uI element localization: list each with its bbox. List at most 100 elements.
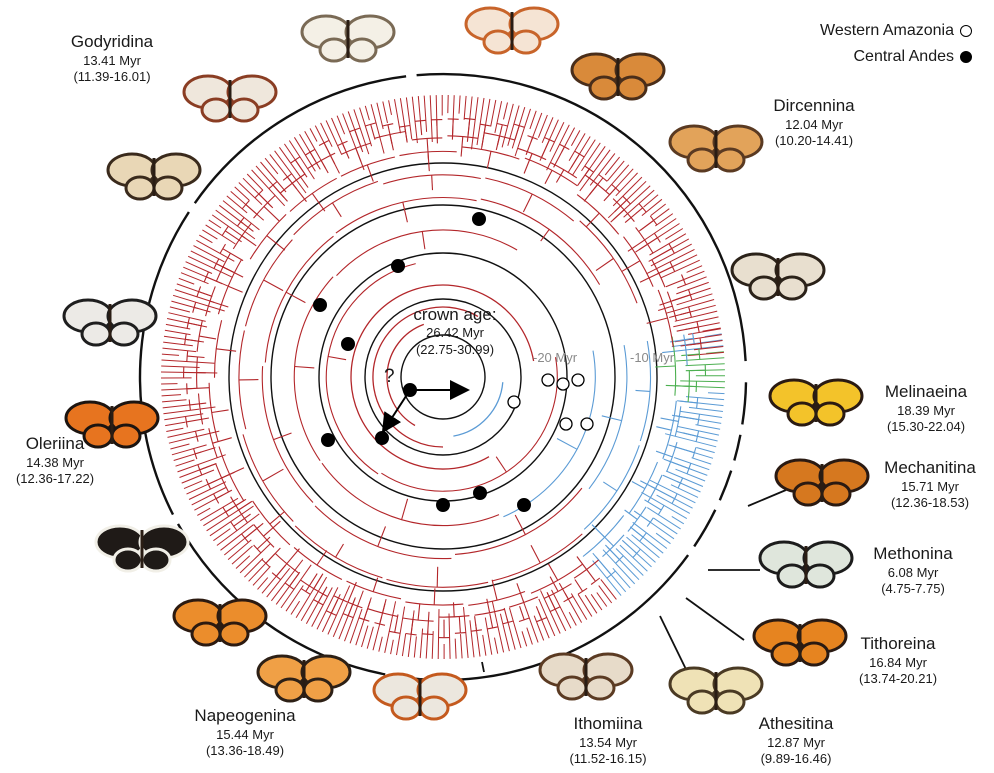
- tree-stem: [669, 312, 690, 318]
- tree-leaf-branch: [247, 174, 263, 190]
- pointer-line: [748, 490, 786, 506]
- tree-stem: [348, 599, 355, 616]
- tree-leaf-branch: [635, 552, 652, 567]
- tree-stem: [213, 438, 232, 444]
- tree-leaf-branch: [590, 153, 615, 185]
- tree-leaf-branch: [165, 422, 185, 426]
- clade-arc: [720, 471, 731, 501]
- tree-stem: [575, 580, 583, 592]
- tree-stem: [257, 537, 270, 549]
- tree-leaf-branch: [184, 481, 202, 489]
- tree-leaf-branch: [412, 97, 417, 143]
- clade-boundary-arcs: [140, 74, 746, 680]
- tree-leaf-branch: [675, 311, 717, 321]
- tree-leaf-branch: [677, 277, 706, 288]
- tree-leaf-branch: [182, 470, 214, 483]
- tree-leaf-branch: [676, 469, 706, 481]
- open-circle-icon: [960, 25, 972, 37]
- tree-leaf-branch: [170, 307, 190, 312]
- clade-range: (12.36-18.53): [870, 495, 990, 511]
- butterfly-image: [670, 126, 762, 171]
- tree-leaf-branch: [377, 103, 383, 129]
- tree-leaf-branch: [424, 96, 426, 132]
- tree-leaf-branch: [391, 640, 394, 654]
- clade-range: (11.52-16.15): [548, 751, 668, 767]
- time-label-20: -20 Myr: [533, 350, 577, 365]
- butterfly-image: [776, 460, 868, 505]
- time-label-10: -10 Myr: [630, 350, 674, 365]
- tree-stem: [405, 126, 407, 142]
- clade-range: (12.36-17.22): [0, 471, 110, 487]
- tree-leaf-branch: [172, 445, 207, 455]
- legend-label-western-amazonia: Western Amazonia: [820, 22, 954, 39]
- tree-stem: [554, 147, 565, 168]
- tree-leaf-branch: [616, 549, 643, 576]
- tree-stem: [639, 238, 657, 250]
- tree-leaf-branch: [651, 204, 666, 216]
- tree-leaf-branch: [649, 522, 674, 539]
- tree-leaf-branch: [213, 529, 230, 541]
- tree-stem: [496, 136, 499, 150]
- tree-leaf-branch: [414, 636, 416, 657]
- tree-stem: [263, 469, 284, 481]
- central-andes-node: [392, 260, 405, 273]
- tree-leaf-branch: [164, 414, 203, 420]
- tree-stem: [520, 606, 525, 620]
- tree-stem: [666, 280, 684, 287]
- clade-label-tithoreina: Tithoreina 16.84 Myr (13.74-20.21): [838, 634, 958, 686]
- tree-stem: [199, 292, 213, 297]
- tree-stem: [188, 323, 207, 327]
- tree-stem: [312, 193, 325, 211]
- tree-leaf-branch: [271, 560, 302, 601]
- tree-leaf-branch: [650, 234, 686, 255]
- time-ring: [271, 205, 615, 549]
- tree-stem: [496, 457, 506, 472]
- butterfly-image: [174, 600, 266, 645]
- clade-name: Godyridina: [52, 32, 172, 53]
- central-andes-node: [314, 299, 327, 312]
- tree-stem: [475, 616, 477, 630]
- tree-stem: [467, 119, 469, 142]
- tree-leaf-branch: [367, 627, 373, 649]
- tree-leaf-branch: [161, 366, 199, 368]
- tree-stem: [187, 356, 204, 357]
- tree-leaf-branch: [286, 586, 303, 612]
- tree-leaf-branch: [291, 601, 300, 614]
- clade-age: 15.44 Myr: [180, 727, 310, 743]
- tree-stem: [640, 220, 653, 230]
- tree-leaf-branch: [418, 96, 420, 123]
- tree-leaf-branch: [642, 199, 662, 215]
- tree-leaf-branch: [676, 282, 708, 294]
- tree-leaf-branch: [406, 97, 411, 139]
- tree-leaf-branch: [365, 106, 369, 120]
- clade-range: (13.36-18.49): [180, 743, 310, 759]
- tree-leaf-branch: [333, 603, 347, 637]
- clade-arc: [734, 435, 740, 461]
- tree-stem: [686, 370, 706, 371]
- tree-stem: [395, 615, 398, 633]
- tree-stem: [199, 336, 216, 339]
- crown-age-range: (22.75-30.99): [395, 342, 515, 358]
- tree-leaf-branch: [162, 395, 181, 396]
- tree-connector: [481, 199, 600, 285]
- tree-stem: [666, 385, 689, 386]
- tree-leaf-branch: [459, 96, 460, 114]
- tree-stem: [490, 614, 493, 628]
- tree-stem: [657, 267, 672, 274]
- clade-age: 15.71 Myr: [870, 479, 990, 495]
- central-andes-node: [342, 338, 355, 351]
- tree-stem: [306, 574, 318, 592]
- tree-stem: [230, 468, 244, 475]
- tree-stem: [437, 567, 438, 587]
- tree-stem: [195, 448, 215, 454]
- clade-label-ithomiina: Ithomiina 13.54 Myr (11.52-16.15): [548, 714, 668, 766]
- western-amazonia-node: [572, 374, 584, 386]
- tree-stem: [602, 416, 622, 421]
- tree-stem: [212, 410, 229, 413]
- clade-label-oleriina: Oleriina 14.38 Myr (12.36-17.22): [0, 434, 110, 486]
- tree-stem: [328, 357, 346, 360]
- phylogenetic-tree: [161, 95, 725, 659]
- clade-age: 18.39 Myr: [866, 403, 986, 419]
- tree-stem: [321, 160, 328, 173]
- clade-range: (10.20-14.41): [754, 133, 874, 149]
